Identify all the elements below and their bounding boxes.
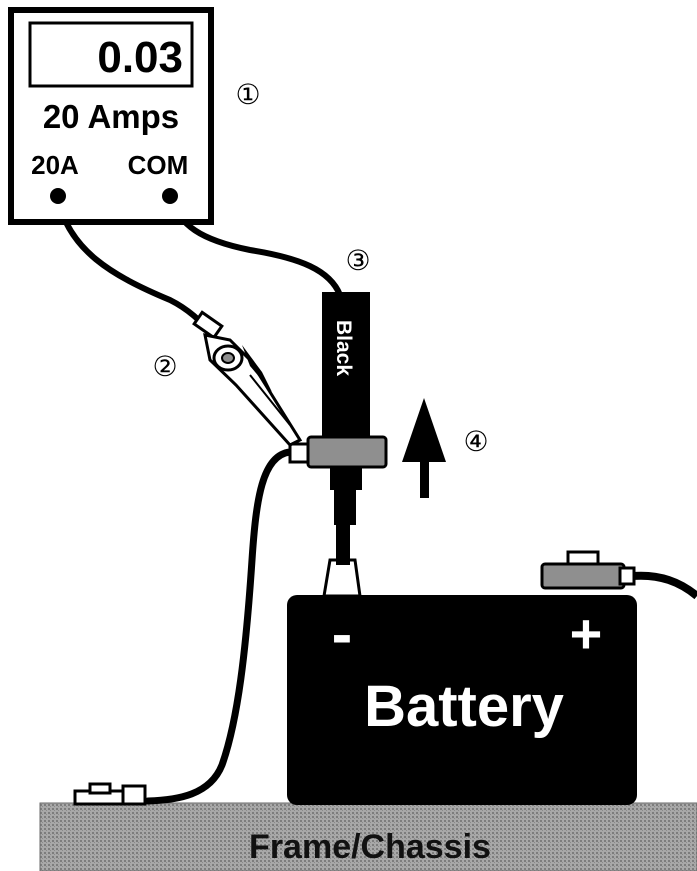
negative-terminal-clamp [288, 435, 388, 525]
jack-com [162, 188, 178, 204]
callout-4: ④ [463, 425, 488, 458]
battery-positive-terminal [540, 550, 697, 600]
callout-1: ① [235, 78, 260, 111]
battery-negative-sign: - [332, 600, 353, 669]
alligator-clip [192, 310, 303, 447]
callout-3: ③ [345, 244, 370, 277]
battery: - + Battery [287, 595, 637, 805]
frame-chassis: Frame/Chassis [39, 802, 697, 871]
battery-negative-post [322, 525, 362, 598]
negative-boot-label: Black [332, 320, 355, 376]
multimeter-display-value: 0.03 [97, 33, 183, 82]
chassis-ground-terminal [73, 782, 147, 806]
jack-20a [50, 188, 66, 204]
multimeter-port-com-label: COM [128, 150, 189, 180]
multimeter: 0.03 20 Amps 20A COM [8, 7, 214, 225]
frame-chassis-label: Frame/Chassis [249, 828, 491, 866]
ground-wire [144, 448, 294, 805]
negative-cable-boot: Black [322, 292, 370, 440]
battery-positive-sign: + [570, 602, 603, 665]
battery-label: Battery [364, 674, 564, 739]
callout-2: ② [152, 350, 177, 383]
up-arrow-icon [402, 398, 446, 498]
multimeter-range-label: 20 Amps [43, 98, 179, 135]
multimeter-port-20a-label: 20A [31, 150, 79, 180]
